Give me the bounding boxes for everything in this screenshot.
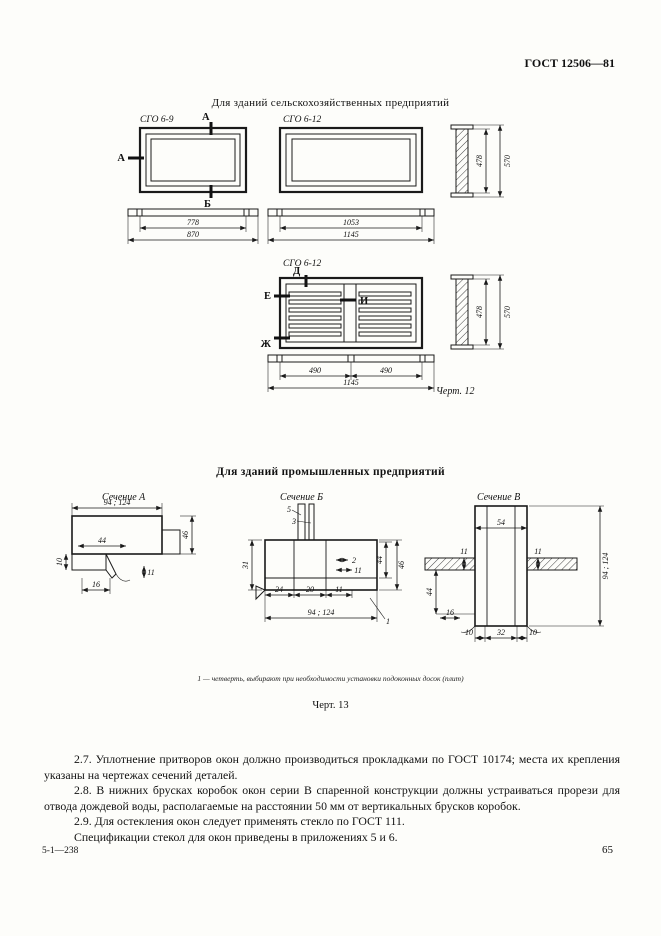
section-mark-b-bottom: Б: [204, 199, 211, 210]
dim-44-b: 44: [375, 556, 384, 564]
section-v: Сечение В 54 11 11 94 ; 124 44 16: [424, 492, 610, 642]
agro-section-title: Для зданий сельскохозяйственных предприя…: [211, 97, 450, 109]
paragraph-2-8: 2.8. В нижних брусках коробок окон серии…: [44, 783, 620, 813]
dim-490-right: 490: [380, 366, 392, 375]
dim-11-v-left: 11: [460, 547, 467, 556]
industrial-sections-drawings: Сечение А 94 ; 124 44 46 10 11 16: [55, 492, 610, 642]
section-mark-e: Е: [264, 291, 271, 302]
window-3-label: СГО 6-12: [283, 259, 322, 269]
side-profile-2: 478 570: [450, 274, 512, 350]
dim-46-a: 46: [181, 531, 190, 539]
window-sgo-6-12-louvered-drawing: СГО 6-12 Д Е И Ж: [261, 259, 435, 392]
section-mark-d: Д: [293, 266, 301, 277]
dim-31-b: 31: [241, 561, 250, 570]
side-profile-1: 478 570: [450, 124, 512, 198]
dim-44-v: 44: [425, 588, 434, 596]
page-number: 65: [602, 844, 613, 856]
paragraph-2-7: 2.7. Уплотнение притворов окон должно пр…: [44, 752, 620, 782]
paragraph-2-9-note: Спецификации стекол для окон приведены в…: [74, 829, 398, 844]
standard-number: ГОСТ 12506—81: [524, 56, 616, 70]
window-1-label: СГО 6-9: [140, 115, 174, 125]
dim-2-b: 2: [352, 556, 356, 565]
section-a: Сечение А 94 ; 124 44 46 10 11 16: [55, 492, 196, 594]
figure-footnote: 1 — четверть, выбирают при необходимости…: [197, 674, 464, 683]
dim-94-124-a: 94 ; 124: [104, 498, 131, 507]
dim-1145: 1145: [343, 230, 358, 239]
section-a-title: Сечение А: [102, 492, 146, 503]
dim-570-2: 570: [503, 306, 512, 318]
dim-46-b: 46: [397, 561, 406, 569]
dim-44-a: 44: [98, 536, 106, 545]
dim-11-a: 11: [147, 568, 154, 577]
section-b: Сечение Б 5 3 31 2 11 44: [241, 492, 406, 626]
dim-3-b: 3: [291, 517, 296, 526]
dim-16-v: 16: [446, 608, 454, 617]
print-code: 5-1—238: [42, 846, 79, 856]
dim-16-a: 16: [92, 580, 100, 589]
dim-11-b-mid: 11: [354, 566, 361, 575]
dim-1145-louvered: 1145: [343, 378, 358, 387]
dim-5-b: 5: [287, 505, 291, 514]
body-text: 2.7. Уплотнение притворов окон должно пр…: [44, 752, 620, 845]
dim-94-124-b: 94 ; 124: [308, 608, 335, 617]
window-sgo-6-9-drawing: СГО 6-9 А А Б 778 870: [117, 112, 259, 244]
figure-12-caption: Черт. 12: [436, 386, 475, 397]
dim-10-v-right: 10: [529, 628, 537, 637]
dim-10-v-left: 10: [465, 628, 473, 637]
figure-13-caption: Черт. 13: [312, 700, 349, 711]
dim-870: 870: [187, 230, 199, 239]
dim-1053: 1053: [343, 218, 359, 227]
dim-11-b-bottom: 11: [335, 585, 342, 594]
dim-94-124-v: 94 ; 124: [601, 553, 610, 580]
dim-478-2: 478: [475, 306, 484, 318]
paragraph-2-9: 2.9. Для остекления окон следует применя…: [74, 814, 405, 828]
dim-54-v: 54: [497, 518, 505, 527]
section-v-title: Сечение В: [477, 492, 520, 503]
dim-478: 478: [475, 155, 484, 167]
section-mark-a-left: А: [117, 153, 125, 164]
industrial-section-title: Для зданий промышленных предприятий: [216, 466, 445, 478]
dim-11-v-right: 11: [534, 547, 541, 556]
dim-32-v: 32: [496, 628, 505, 637]
section-b-title: Сечение Б: [280, 492, 323, 503]
dim-24-b: 24: [275, 585, 283, 594]
window-sgo-6-12-drawing: СГО 6-12 1053 1145: [267, 115, 435, 244]
dim-490-left: 490: [309, 366, 321, 375]
section-mark-a-top: А: [202, 112, 210, 123]
window-2-label: СГО 6-12: [283, 115, 322, 125]
agro-drawings: СГО 6-9 А А Б 778 870 СГО 6-12: [117, 112, 512, 397]
footnote-ref-1: 1: [386, 617, 390, 626]
section-mark-zh: Ж: [261, 339, 272, 350]
dim-570: 570: [503, 155, 512, 167]
dim-778: 778: [187, 218, 199, 227]
section-mark-i: И: [360, 296, 368, 307]
dim-10-a: 10: [55, 558, 64, 566]
dim-20-b: 20: [306, 585, 314, 594]
